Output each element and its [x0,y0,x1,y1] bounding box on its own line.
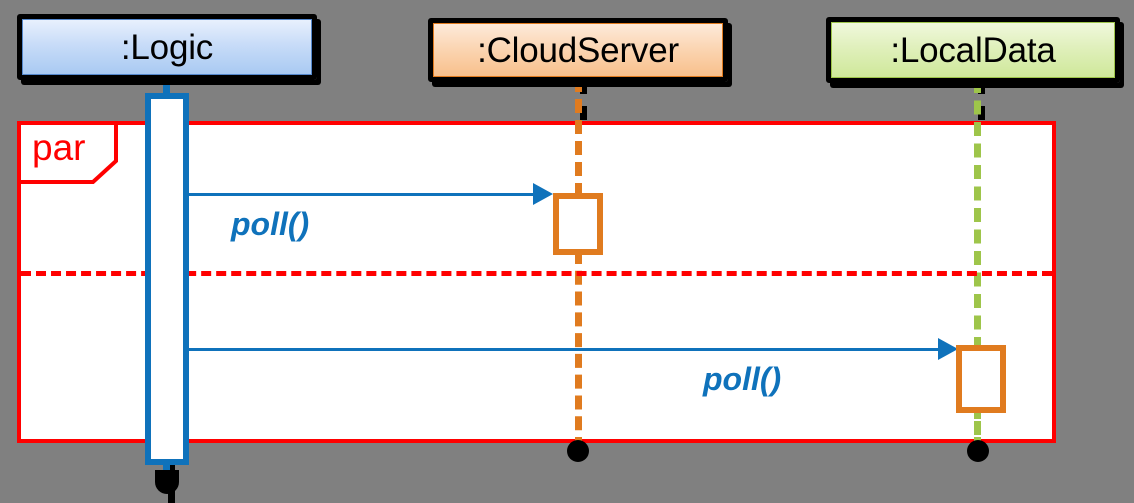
lifeline-stem-localdata-lower [974,405,981,451]
lifeline-stem-cloudserver [575,78,582,197]
lifeline-stem-logic-top [163,76,170,96]
lifeline-stem-shadow-cloudserver [580,80,587,120]
lifeline-header-localdata-fill: :LocalData [831,22,1115,78]
lifeline-label-cloudserver: :CloudServer [477,30,679,70]
lifeline-header-logic-fill: :Logic [22,19,312,75]
lifeline-header-cloudserver-fill: :CloudServer [433,23,723,77]
par-combined-fragment [17,121,1056,443]
message-arrowhead-poll-cloudserver [533,183,553,205]
lifeline-stem-localdata [974,79,981,351]
activation-bar-cloudserver [553,193,603,255]
par-operand-divider [21,271,1052,276]
lifeline-terminator-cloudserver [567,440,589,462]
lifeline-header-logic[interactable]: :Logic [17,14,317,80]
lifeline-label-logic: :Logic [120,27,214,67]
message-line-poll-localdata [188,348,941,351]
lifeline-header-localdata[interactable]: :LocalData [826,17,1120,83]
lifeline-terminator-logic [155,470,179,494]
message-line-poll-cloudserver [188,193,536,196]
par-operator-tag [17,121,118,184]
activation-bar-localdata [956,345,1006,413]
lifeline-stem-shadow-localdata [978,80,985,120]
par-operator-label: par [32,127,86,168]
message-label-poll-localdata: poll() [703,361,782,397]
lifeline-terminator-localdata [967,440,989,462]
message-label-poll-cloudserver: poll() [231,206,310,242]
message-arrowhead-poll-localdata [938,338,958,360]
activation-bar-logic [145,93,189,465]
lifeline-label-localdata: :LocalData [890,30,1056,70]
lifeline-header-cloudserver[interactable]: :CloudServer [428,18,728,82]
